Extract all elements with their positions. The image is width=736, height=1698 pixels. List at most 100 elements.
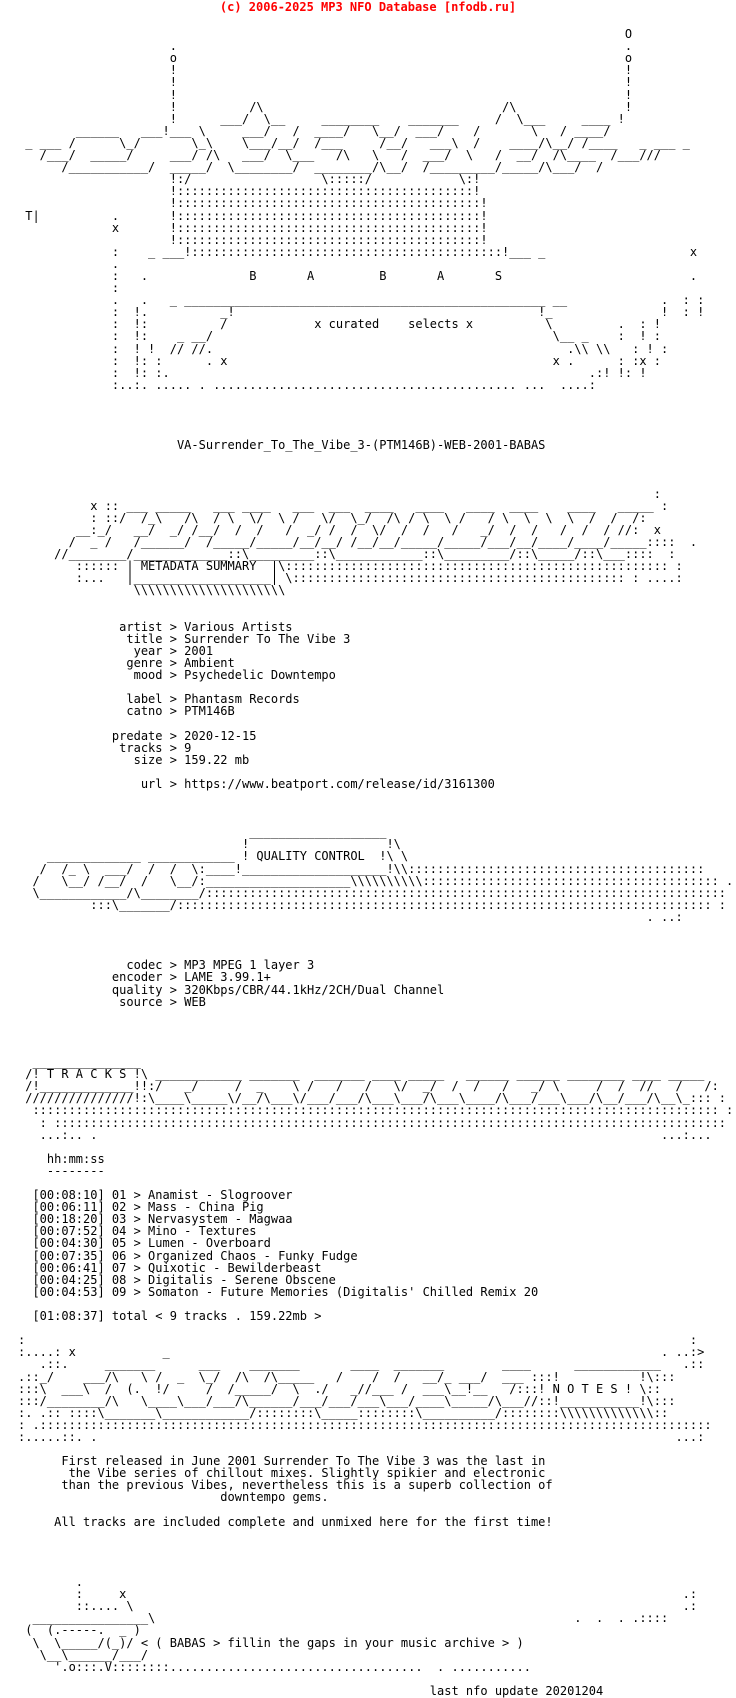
nfo-line: ______ ___!___ \ ___/ / ____/ \__/ ___/ … (18, 123, 611, 138)
nfo-line: T| . !::::::::::::::::::::::::::::::::::… (18, 208, 488, 223)
nfo-line (18, 1504, 736, 1516)
nfo-line: ( (.-----. _ ) (18, 1623, 141, 1638)
nfo-line: [00:04:30] 05 > Lumen - Overboard (18, 1236, 271, 1251)
nfo-line: ...:.. . ...:... (18, 1127, 712, 1142)
nfo-line (18, 609, 736, 621)
nfo-line: / _ / /______/ /_____/_____/__/__/ /__/_… (18, 535, 698, 550)
nfo-line: title > Surrender To The Vibe 3 (18, 631, 351, 646)
nfo-line: [00:08:10] 01 > Anamist - Slogroover (18, 1188, 293, 1203)
nfo-line: !:::::::::::::::::::::::::::::::::::::::… (18, 184, 481, 199)
nfo-line: _______________ (18, 1055, 141, 1070)
nfo-line: : ! ! // //. .\\ \\ : ! : (18, 341, 669, 356)
nfo-line: : _ ___!::::::::::::::::::::::::::::::::… (18, 244, 698, 259)
nfo-line: x :: ___ _____ ___ ____ ___ ___ ____ ___… (18, 498, 669, 513)
nfo-line (18, 790, 736, 802)
nfo-line (18, 1141, 736, 1153)
nfo-line (18, 403, 736, 415)
nfo-line: O (18, 27, 633, 42)
nfo-line: __:_/ __/ _/ /__/ / / / _/ / / \/ / / / … (18, 522, 661, 537)
nfo-line (18, 1564, 736, 1576)
nfo-line: ///////////////!:\____\_____\/__/\___\/_… (18, 1091, 727, 1106)
nfo-line: \____________/\________/::::::::::::::::… (18, 885, 727, 900)
nfo-line: ::.... \ .: (18, 1599, 698, 1614)
nfo-line: !:::::::::::::::::::::::::::::::::::::::… (18, 232, 488, 247)
nfo-line: All tracks are included complete and unm… (18, 1514, 553, 1529)
nfo-line: :.....::. . ...: (18, 1429, 705, 1444)
nfo-line (18, 1673, 736, 1685)
nfo-line: -------- (18, 1163, 105, 1178)
nfo-line: the Vibe series of chillout mixes. Sligh… (18, 1466, 546, 1481)
nfo-line (18, 391, 736, 403)
nfo-line: genre > Ambient (18, 655, 235, 670)
site-banner: (c) 2006-2025 MP3 NFO Database [nfodb.ru… (219, 0, 517, 14)
nfo-line: .::_/ ___/\ \ / _ \_/ /\ /\_____ / / / _… (18, 1369, 676, 1384)
nfo-line: : !. _! !_ ! : ! (18, 305, 705, 320)
nfo-line: : (18, 281, 120, 296)
nfo-line: \\\\\\\\\\\\\\\\\\\\\ (18, 583, 286, 598)
nfo-line: /! T R A C K S !\ ____________ _______ _… (18, 1067, 705, 1082)
nfo-line: [01:08:37] total < 9 tracks . 159.22mb > (18, 1309, 322, 1324)
nfo-line: . (18, 256, 120, 271)
nfo-line: quality > 320Kbps/CBR/44.1kHz/2CH/Dual C… (18, 982, 445, 997)
nfo-line: : (18, 486, 661, 501)
nfo-line: ::::::::::::::::::::::::::::::::::::::::… (18, 1103, 734, 1118)
nfo-line (18, 1008, 736, 1020)
nfo-line: : x .: (18, 1587, 698, 1602)
nfo-line: : .:::::::::::::::::::::::::::::::::::::… (18, 1417, 712, 1432)
nfo-line: : ::::::::::::::::::::::::::::::::::::::… (18, 1115, 736, 1130)
nfo-line: : !: : . x x . : :x : (18, 353, 661, 368)
nfo-line (18, 1528, 736, 1540)
nfo-line (18, 463, 736, 475)
nfo-line: x !:::::::::::::::::::::::::::::::::::::… (18, 220, 736, 235)
nfo-line: \ \_____/(_)/ < ( BABAS > fillin the gap… (18, 1635, 524, 1650)
nfo-line: catno > PTM146B (18, 704, 235, 719)
nfo-line: encoder > LAME 3.99.1+ (18, 970, 271, 985)
nfo-line (18, 597, 736, 609)
nfo-line: [00:06:41] 07 > Quixotic - Bewilderbeast (18, 1260, 322, 1275)
nfo-line: ! ! (18, 75, 633, 90)
nfo-line (18, 802, 736, 814)
nfo-line: than the previous Vibes, nevertheless th… (18, 1478, 553, 1493)
nfo-line: : . B A B A S . (18, 268, 698, 283)
nfo-line: label > Phantasm Records (18, 692, 300, 707)
nfo-line (18, 1032, 736, 1044)
nfo-line (18, 1540, 736, 1552)
nfo-line: size > 159.22 mb (18, 752, 250, 767)
nfo-line: !:/ \:::::/ \:! (18, 172, 481, 187)
nfo-line: /!_____________!!:/ _/ / _ \ / / / \/ _/… (18, 1079, 719, 1094)
nfo-line (18, 451, 736, 463)
nfo-line: :. .:: ::::\_______\____________/:::::::… (18, 1405, 669, 1420)
nfo-line: [00:07:35] 06 > Organized Chaos - Funky … (18, 1248, 358, 1263)
nfo-line: /___/ _____/ ___/ /\ ___/ \___ /\ \ / __… (18, 148, 661, 163)
nfo-line: [00:07:52] 04 > Mino - Textures (18, 1224, 257, 1239)
nfo-line: [00:04:25] 08 > Digitalis - Serene Obsce… (18, 1272, 336, 1287)
nfo-line: . . (18, 39, 633, 54)
nfo-line: :::/________/\ \____\___/___/\______/___… (18, 1393, 676, 1408)
nfo-line: hh:mm:ss (18, 1151, 105, 1166)
nfo-line: . . _ __________________________________… (18, 293, 705, 308)
nfo-line: . ..: (18, 909, 683, 924)
nfo-line: [00:06:11] 02 > Mass - China Pig (18, 1200, 264, 1215)
nfo-line (18, 717, 736, 729)
nfo-line: downtempo gems. (18, 1490, 329, 1505)
nfo-line: ! ___/ \__ ________ _______ / \___ ____ … (18, 111, 625, 126)
nfo-line: url > https://www.beatport.com/release/i… (18, 776, 495, 791)
nfo-line: tracks > 9 (18, 740, 192, 755)
nfo-line: o o (18, 51, 633, 66)
nfo-line: ! !\ (18, 837, 401, 852)
nfo-line (18, 476, 736, 488)
nfo-line: First released in June 2001 Surrender To… (18, 1454, 546, 1469)
nfo-line: .::. _______ ___ _______ ____ _______ __… (18, 1357, 705, 1372)
nfo-line: _____________ ____________ ! QUALITY CON… (18, 849, 409, 864)
nfo-line: year > 2001 (18, 643, 214, 658)
nfo-line: [00:18:20] 03 > Nervasystem - Magwaa (18, 1212, 293, 1227)
nfo-line (18, 1552, 736, 1564)
nfo-line (18, 935, 736, 947)
nfo-line: : !: / x curated selects x \ . : ! (18, 317, 661, 332)
nfo-line: artist > Various Artists (18, 619, 293, 634)
nfo-line: / /_ \ ___/ / / \:____!_________________… (18, 861, 705, 876)
nfo-line (18, 415, 736, 427)
nfo-line: :::::: | METADATA SUMMARY |\::::::::::::… (18, 559, 683, 574)
nfo-line: : : (18, 1333, 698, 1348)
nfo-line: codec > MP3 MPEG 1 layer 3 (18, 958, 315, 973)
